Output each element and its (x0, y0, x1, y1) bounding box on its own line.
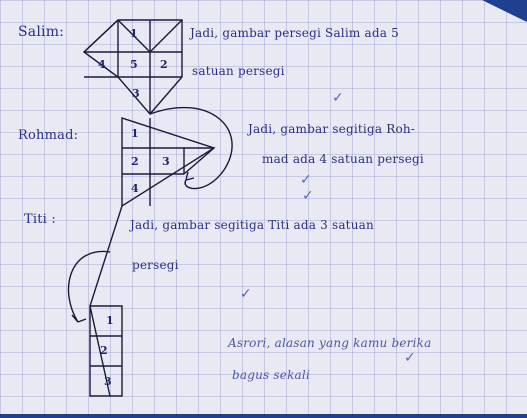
titi-part-2: 2 (100, 344, 108, 357)
rohmad-part-1: 1 (131, 127, 139, 140)
titi-part-3: 3 (104, 375, 112, 388)
titi-part-1: 1 (106, 314, 114, 327)
rohmad-answer-line1: Jadi, gambar segitiga Roh- (248, 122, 416, 136)
rohmad-answer-line2: mad ada 4 satuan persegi (262, 152, 424, 166)
check-mark-icon: ✓ (404, 350, 416, 366)
teacher-note-line1: Asrori, alasan yang kamu berika (228, 336, 432, 350)
check-mark-icon: ✓ (302, 188, 314, 204)
salim-answer-line2: satuan persegi (192, 64, 285, 78)
titi-arrowhead (71, 314, 87, 323)
rohmad-outline (121, 117, 216, 208)
rohmad-part-3: 3 (162, 155, 170, 168)
titi-figure (67, 205, 123, 397)
rohmad-arrow-curve (149, 106, 233, 190)
teacher-note-line2: bagus sekali (232, 368, 310, 382)
salim-answer-line1: Jadi, gambar persegi Salim ada 5 (190, 26, 399, 40)
check-mark-icon: ✓ (300, 172, 312, 188)
rohmad-arrowhead (185, 171, 195, 181)
rohmad-figure (121, 106, 233, 208)
titi-arrow-curve (67, 250, 111, 323)
rohmad-part-4: 4 (131, 182, 139, 195)
salim-part-5: 5 (130, 58, 138, 71)
rohmad-name: Rohmad: (18, 128, 79, 143)
salim-part-4: 4 (98, 58, 106, 71)
salim-part-2: 2 (160, 58, 168, 71)
salim-part-1: 1 (130, 27, 138, 40)
check-mark-icon: ✓ (240, 286, 252, 302)
titi-answer-line2: persegi (132, 258, 179, 272)
rohmad-part-2: 2 (131, 155, 139, 168)
titi-answer-line1: Jadi, gambar segitiga Titi ada 3 satuan (130, 218, 374, 232)
titi-name: Titi : (24, 212, 56, 227)
salim-name: Salim: (18, 24, 65, 40)
salim-part-3: 3 (132, 87, 140, 100)
check-mark-icon: ✓ (332, 90, 344, 106)
